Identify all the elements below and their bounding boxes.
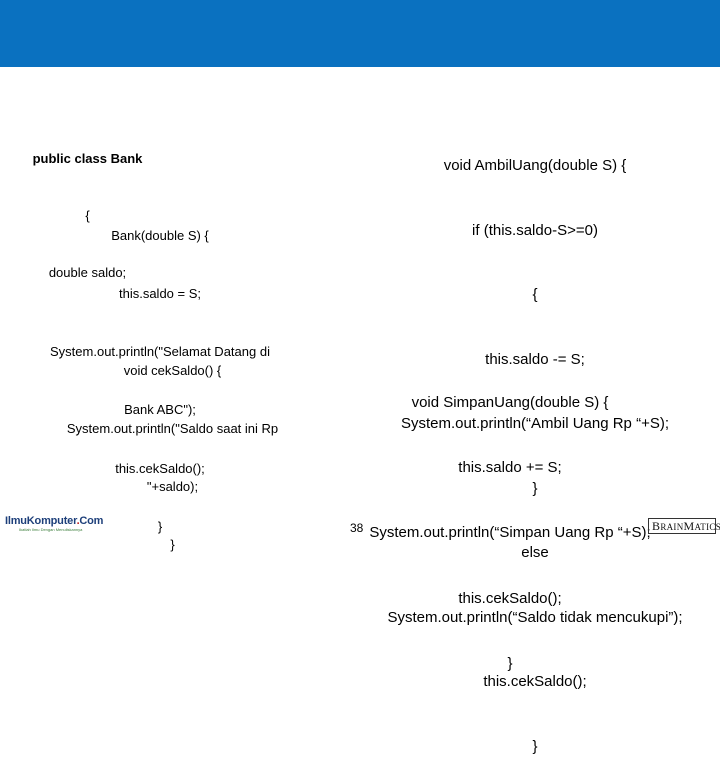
code-line: { <box>360 284 710 306</box>
ilmukomputer-tagline: Ikatlah Ilmu Dengan Menuliskannya <box>5 527 85 533</box>
brainmatics-logo: BRAINMATICS <box>648 518 716 534</box>
code-line: void SimpanUang(double S) { <box>345 392 675 414</box>
code-line: } <box>360 736 710 758</box>
code-line: public class Bank <box>20 149 155 168</box>
ilmukomputer-brand: IlmuKomputer.Com <box>5 516 85 527</box>
code-line: } <box>345 653 675 675</box>
ilmukomputer-logo: IlmuKomputer.Com Ikatlah Ilmu Dengan Men… <box>5 516 85 536</box>
brand-part: Com <box>79 515 103 527</box>
brand-part: IlmuKomputer <box>5 515 77 527</box>
page-number: 38 <box>350 521 363 535</box>
simpan-uang-method-block: void SimpanUang(double S) { this.saldo +… <box>345 348 675 697</box>
code-line: Bank(double S) { <box>30 226 290 245</box>
brand-letter: M <box>684 519 695 533</box>
code-line: this.saldo = S; <box>30 284 290 303</box>
code-line: } <box>40 535 305 554</box>
cek-saldo-method-block: void cekSaldo() { System.out.println("Sa… <box>40 322 305 574</box>
code-line: if (this.saldo-S>=0) <box>360 220 710 242</box>
code-line: "+saldo); <box>40 477 305 496</box>
code-line: System.out.println(“Simpan Uang Rp “+S); <box>345 522 675 544</box>
code-line: void AmbilUang(double S) { <box>360 155 710 177</box>
code-line: System.out.println("Saldo saat ini Rp <box>40 419 305 438</box>
code-line: this.cekSaldo(); <box>345 588 675 610</box>
brand-part: RAIN <box>660 522 683 532</box>
code-line: this.saldo += S; <box>345 457 675 479</box>
header-band <box>0 0 720 67</box>
code-line: void cekSaldo() { <box>40 361 305 380</box>
brand-part: ATICS <box>695 522 720 532</box>
